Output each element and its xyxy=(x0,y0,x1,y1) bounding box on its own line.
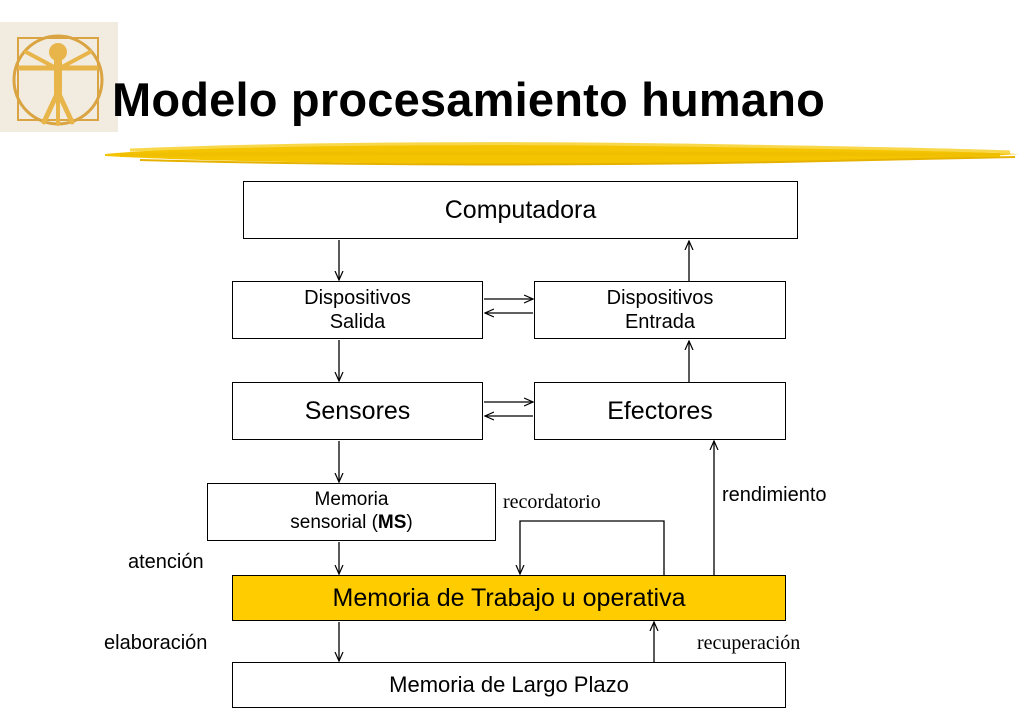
dispositivos-salida-line1: Dispositivos xyxy=(304,287,411,309)
memoria-sensorial-prefix: sensorial ( xyxy=(290,512,378,533)
dispositivos-entrada-box: Dispositivos Entrada xyxy=(534,281,786,339)
atencion-label: atención xyxy=(128,551,204,573)
sensores-label: Sensores xyxy=(304,397,411,425)
vitruvian-man-icon xyxy=(0,22,118,132)
slide-title: Modelo procesamiento humano xyxy=(112,73,826,126)
memoria-trabajo-label: Memoria de Trabajo u operativa xyxy=(332,584,686,612)
dispositivos-salida-box: Dispositivos Salida xyxy=(232,281,483,339)
memoria-sensorial-line1: Memoria xyxy=(314,489,389,511)
dispositivos-entrada-line1: Dispositivos xyxy=(606,287,714,309)
sensores-box: Sensores xyxy=(232,382,483,440)
memoria-trabajo-box: Memoria de Trabajo u operativa xyxy=(232,575,786,621)
ms-abbreviation: MS xyxy=(377,512,407,533)
computadora-label: Computadora xyxy=(444,196,597,224)
memoria-largo-plazo-label: Memoria de Largo Plazo xyxy=(389,671,629,697)
computadora-box: Computadora xyxy=(243,181,798,239)
memoria-sensorial-line2: sensorial (MS) xyxy=(290,512,412,535)
vitruvian-man-logo xyxy=(0,22,118,132)
dispositivos-salida-line2: Salida xyxy=(329,311,386,333)
recordatorio-label: recordatorio xyxy=(503,491,601,513)
memoria-largo-plazo-box: Memoria de Largo Plazo xyxy=(232,662,786,708)
memoria-sensorial-suffix: ) xyxy=(406,512,413,533)
dispositivos-entrada-line2: Entrada xyxy=(624,311,696,333)
efectores-label: Efectores xyxy=(607,397,713,425)
arrow-recordatorio-loop xyxy=(520,520,665,575)
efectores-box: Efectores xyxy=(534,382,786,440)
recuperacion-label: recuperación xyxy=(697,632,801,654)
elaboracion-label: elaboración xyxy=(104,632,208,654)
memoria-sensorial-box: Memoria sensorial (MS) xyxy=(207,483,496,541)
rendimiento-label: rendimiento xyxy=(722,484,827,506)
title-underline xyxy=(105,142,1018,166)
